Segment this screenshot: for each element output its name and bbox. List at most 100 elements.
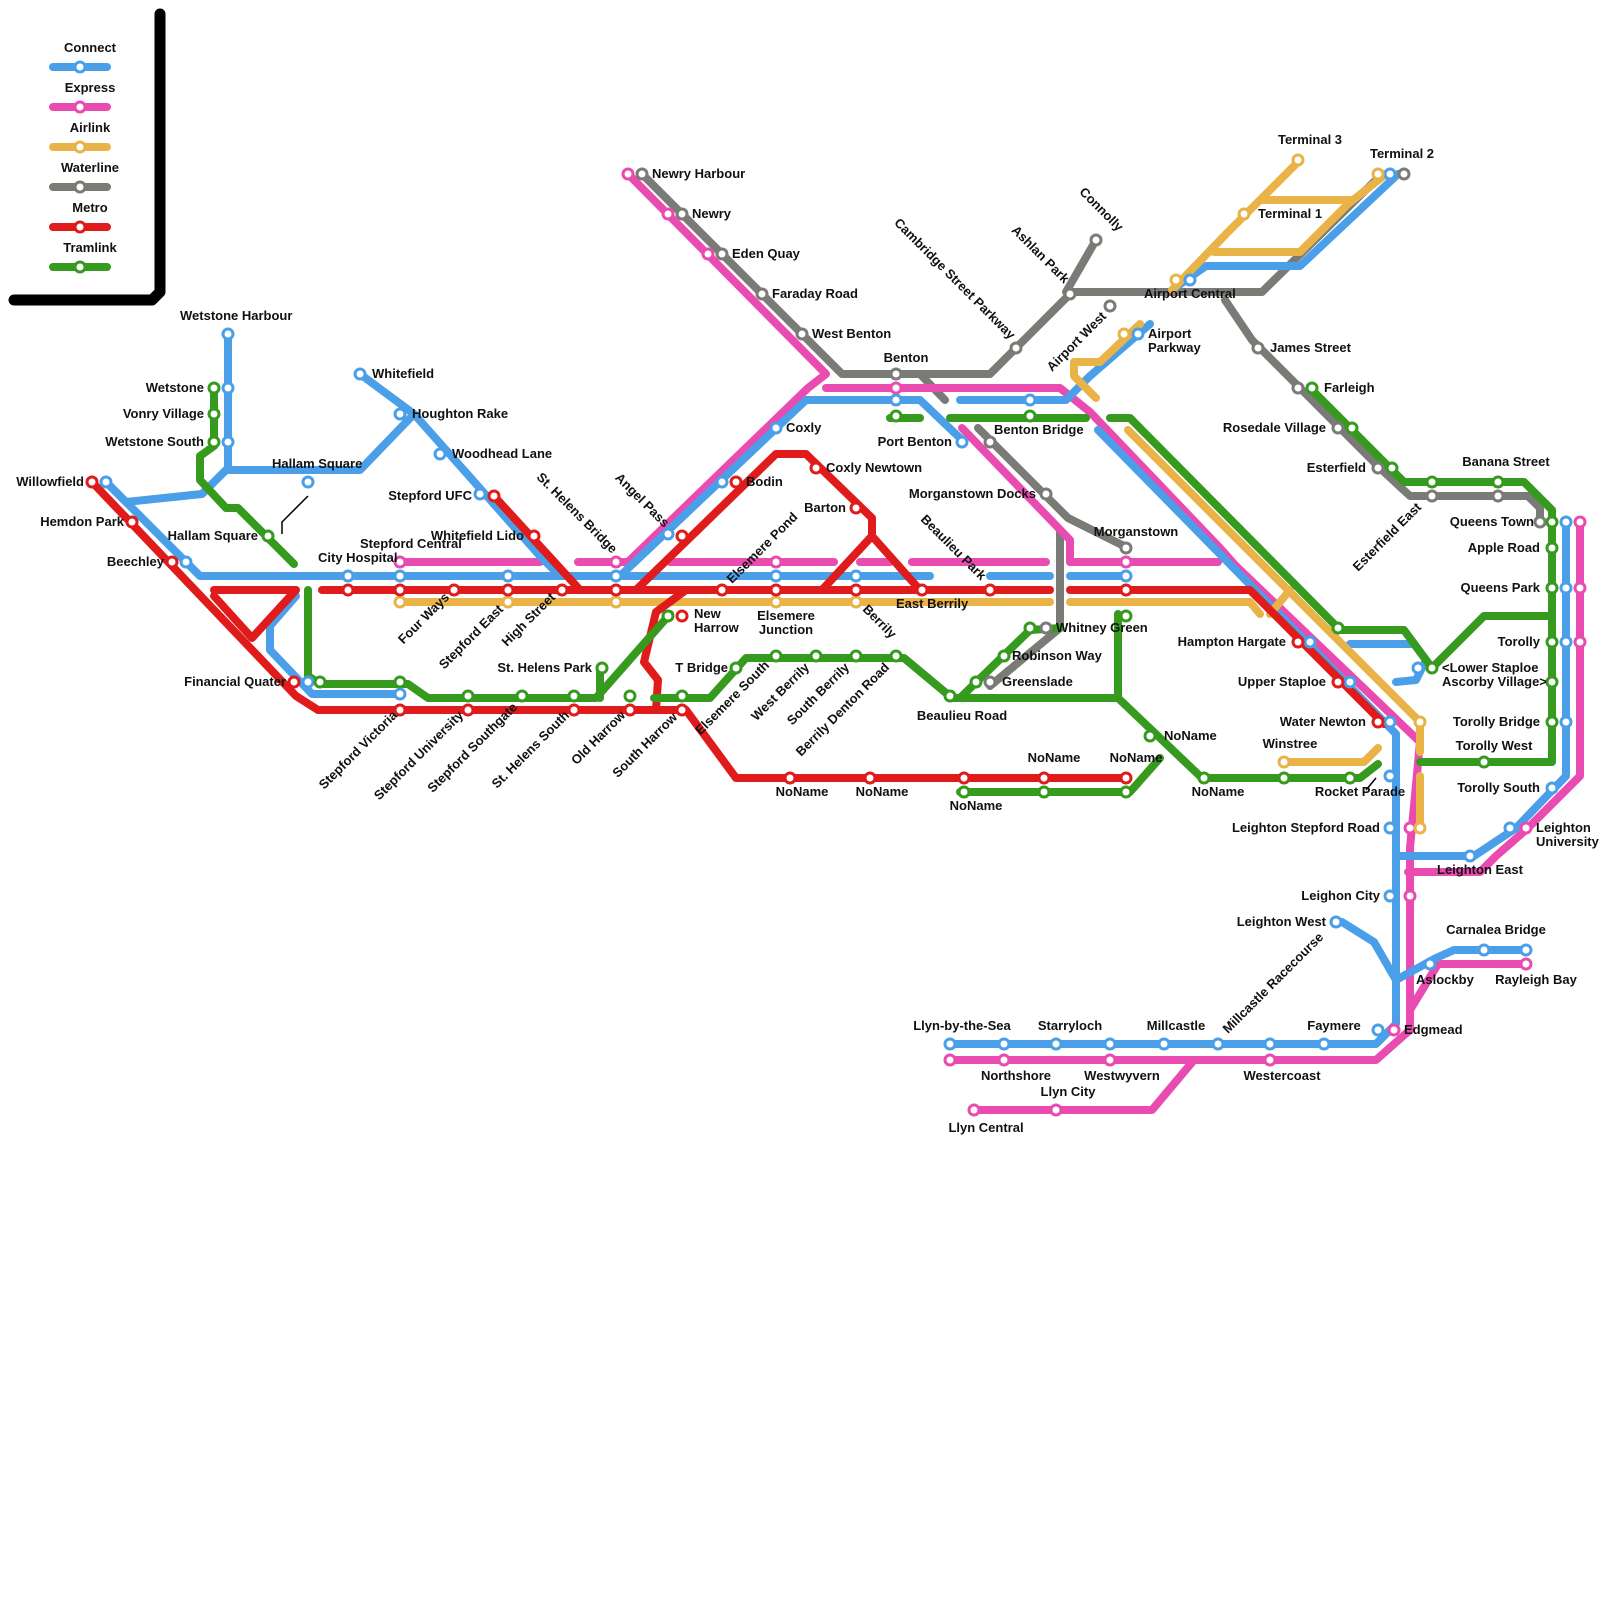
station-marker	[809, 461, 823, 475]
station-marker	[1545, 715, 1559, 729]
station-marker	[661, 207, 675, 221]
label-beaulieu-road: Beaulieu Road	[917, 708, 1007, 723]
label-esterfield: Esterfield	[1307, 460, 1366, 475]
station-marker	[889, 649, 903, 663]
station-marker	[1023, 409, 1037, 423]
legend: Connect Express Airlink Waterline Metro …	[49, 40, 119, 274]
label-noname-7: NoName	[1192, 784, 1245, 799]
label-terminal-3: Terminal 3	[1278, 132, 1342, 147]
express-llyn-track	[970, 1056, 1198, 1114]
station-marker	[889, 409, 903, 423]
legend-station-waterline	[73, 180, 87, 194]
station-marker	[849, 583, 863, 597]
station-marker	[609, 595, 623, 609]
express-rayleigh-track	[1406, 960, 1530, 1014]
leader-line	[281, 495, 309, 534]
label-torolly-south: Torolly South	[1457, 780, 1540, 795]
waterline-east-track	[1221, 296, 1544, 526]
station-marker	[1263, 1037, 1277, 1051]
metro-south-track	[88, 478, 1132, 782]
station-marker	[1519, 943, 1533, 957]
station-marker	[1545, 515, 1559, 529]
station-marker	[393, 703, 407, 717]
station-marker	[393, 675, 407, 689]
station-marker	[301, 675, 315, 689]
station-marker	[701, 247, 715, 261]
station-marker	[1545, 581, 1559, 595]
label-eden-quay: Eden Quay	[732, 246, 801, 261]
station-marker	[207, 435, 221, 449]
label-stepford-east: Stepford East	[436, 601, 507, 672]
station-marker	[943, 1037, 957, 1051]
station-marker	[889, 367, 903, 381]
station-marker	[313, 675, 327, 689]
station-marker	[261, 529, 275, 543]
label-woodhead-lane: Woodhead Lane	[452, 446, 552, 461]
station-marker	[1119, 771, 1133, 785]
label-benton: Benton	[884, 350, 929, 365]
station-marker	[1477, 755, 1491, 769]
station-marker	[675, 689, 689, 703]
station-marker	[1119, 609, 1133, 623]
label-starryloch: Starryloch	[1038, 1018, 1102, 1033]
station-marker	[1383, 715, 1397, 729]
station-marker	[983, 675, 997, 689]
station-marker	[1277, 771, 1291, 785]
label-t-bridge: T Bridge	[675, 660, 728, 675]
label-st-helens-bridge: St. Helens Bridge	[534, 469, 621, 556]
station-marker	[1371, 1023, 1385, 1037]
station-marker	[501, 595, 515, 609]
station-marker	[915, 583, 929, 597]
station-marker	[1387, 1023, 1401, 1037]
label-ashlan-park: Ashlan Park	[1009, 222, 1073, 286]
station-marker	[769, 583, 783, 597]
station-marker	[1237, 207, 1251, 221]
station-marker	[221, 435, 235, 449]
station-marker	[595, 661, 609, 675]
label-beechley: Beechley	[107, 554, 165, 569]
station-marker	[207, 407, 221, 421]
station-marker	[1519, 957, 1533, 971]
station-marker	[675, 609, 689, 623]
label-stepford-central: Stepford Central	[360, 536, 462, 551]
station-marker	[661, 527, 675, 541]
station-marker	[1251, 341, 1265, 355]
station-marker	[461, 689, 475, 703]
station-marker	[461, 703, 475, 717]
station-marker	[527, 529, 541, 543]
station-marker	[1545, 675, 1559, 689]
express-newry-track	[624, 170, 830, 564]
label-llyn-city: Llyn City	[1041, 1084, 1097, 1099]
station-marker	[1063, 287, 1077, 301]
label-farleigh: Farleigh	[1324, 380, 1375, 395]
station-marker	[623, 703, 637, 717]
label-hallam-square-bottom: Hallam Square	[168, 528, 258, 543]
station-marker	[1559, 515, 1573, 529]
station-marker	[997, 649, 1011, 663]
station-marker	[997, 1053, 1011, 1067]
label-wetstone-harbour: Wetstone Harbour	[180, 308, 292, 323]
label-leighon-city: Leighon City	[1301, 888, 1380, 903]
station-marker	[769, 555, 783, 569]
station-marker	[1277, 755, 1291, 769]
station-marker	[1049, 1037, 1063, 1051]
legend-label-tramlink: Tramlink	[63, 240, 117, 255]
label-edgmead: Edgmead	[1404, 1022, 1463, 1037]
label-houghton-rake: Houghton Rake	[412, 406, 508, 421]
station-marker	[863, 771, 877, 785]
station-marker	[1037, 785, 1051, 799]
label-bodin: Bodin	[746, 474, 783, 489]
label-faymere: Faymere	[1307, 1018, 1360, 1033]
station-marker	[1103, 299, 1117, 313]
station-marker	[1371, 167, 1385, 181]
label-coxly-newtown: Coxly Newtown	[826, 460, 922, 475]
station-marker	[609, 583, 623, 597]
station-marker	[221, 327, 235, 341]
station-marker	[1559, 715, 1573, 729]
station-marker	[1477, 943, 1491, 957]
station-marker	[341, 583, 355, 597]
station-marker	[1103, 1053, 1117, 1067]
station-marker	[1383, 821, 1397, 835]
label-willowfield: Willowfield	[16, 474, 84, 489]
express-leighton-track	[1404, 516, 1584, 876]
